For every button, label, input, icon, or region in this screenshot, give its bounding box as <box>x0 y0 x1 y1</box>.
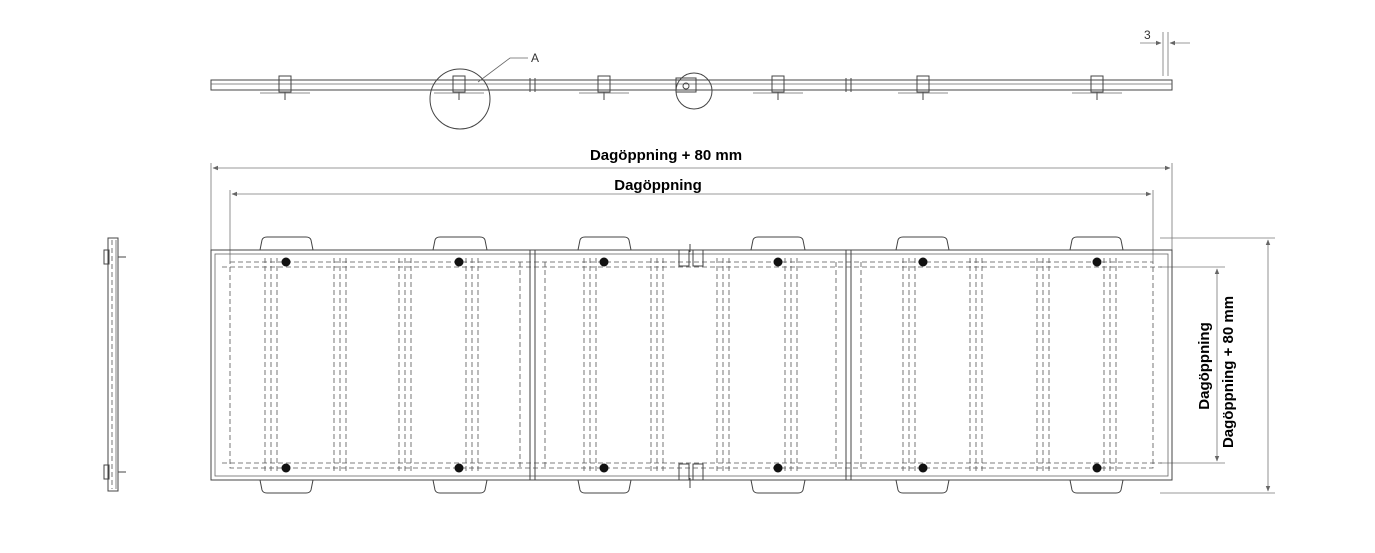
detail-a-label: A <box>531 51 539 65</box>
opening-height-dimension: Dagöppning <box>1160 266 1225 464</box>
stiffener-ribs <box>264 258 1117 472</box>
overall-height-dimension: Dagöppning + 80 mm <box>1160 237 1275 494</box>
gap-dimension: 3 <box>1140 28 1190 76</box>
side-view-hinge <box>675 72 713 110</box>
plan-inner-frame <box>229 261 1154 469</box>
plan-outer-frame <box>210 249 1173 481</box>
detail-a-leader <box>477 57 528 83</box>
panel-joints <box>519 250 862 480</box>
side-view-brackets <box>260 75 1122 100</box>
lift-handles-top <box>259 236 1124 251</box>
overall-width-label: Dagöppning + 80 mm <box>590 147 742 164</box>
overall-height-label: Dagöppning + 80 mm <box>1220 296 1237 448</box>
overall-width-dimension: Dagöppning + 80 mm <box>210 147 1173 250</box>
opening-width-label: Dagöppning <box>614 177 701 194</box>
side-view-top: A 3 <box>210 28 1190 130</box>
lift-handles-bottom <box>259 479 1124 494</box>
gap-dimension-label: 3 <box>1144 28 1151 42</box>
opening-height-label: Dagöppning <box>1196 322 1213 409</box>
hinge-plates <box>678 244 704 488</box>
side-view-left <box>103 237 126 492</box>
plan-view <box>210 236 1173 494</box>
detail-a-circle <box>429 68 491 130</box>
opening-width-dimension: Dagöppning <box>229 177 1154 262</box>
bolts <box>281 257 1102 473</box>
